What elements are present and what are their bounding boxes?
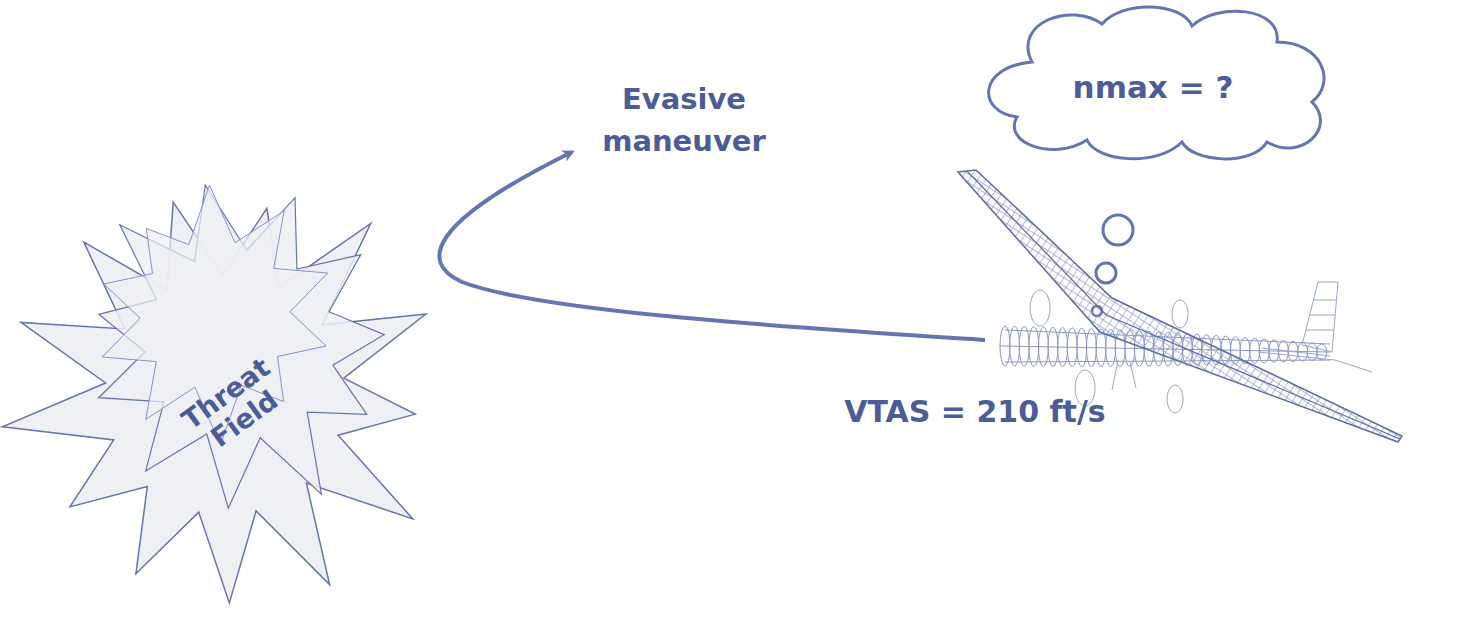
tail-lines <box>1258 300 1372 372</box>
thought-bubble <box>1096 263 1116 283</box>
maneuver-label: Evasive maneuver <box>584 78 784 162</box>
maneuver-path <box>439 152 985 340</box>
airspeed-label: VTAS = 210 ft/s <box>765 390 1185 434</box>
thought-cloud: nmax = ? <box>972 2 1334 157</box>
landing-gear <box>1112 360 1136 390</box>
threat-burst: Threat Field <box>0 175 450 624</box>
load-factor-question: nmax = ? <box>972 70 1334 106</box>
thought-bubble <box>1103 215 1133 245</box>
vertical-tail <box>1302 282 1338 352</box>
